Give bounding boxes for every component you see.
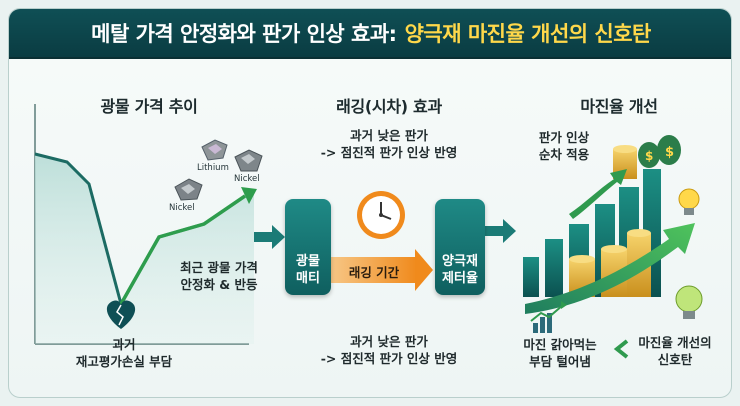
price-line-2: 순차 적용 [538, 147, 590, 162]
burden-line-1: 마진 갉아먹는 [523, 337, 597, 352]
margin-signal-text: 마진율 개선의 신호탄 [625, 334, 725, 368]
section-title-mineral-price: 광물 가격 추이 [100, 97, 198, 116]
mineral-box: 광물 매티 [285, 199, 331, 295]
burden-relief-text: 마진 갉아먹는 부담 털어냄 [505, 336, 615, 370]
lag-top-text: 과거 낮은 판가 -> 점진적 판가 인상 반영 [299, 127, 479, 161]
mineral-box-line-2: 매티 [296, 271, 320, 286]
title-accent: 양극재 마진율 개선의 신호탄 [404, 22, 652, 46]
cathode-box: 양극재 제터율 [435, 199, 485, 295]
svg-text:$: $ [665, 145, 674, 160]
label-nickel-1: Nickel [169, 203, 195, 213]
diagram-graphics: $ $ [34, 104, 703, 359]
inventory-loss-text: 과거 재고평가손실 부담 [49, 336, 199, 370]
lag-period-label: 래깅 기간 [348, 265, 400, 280]
flow-arrow-1 [254, 225, 285, 249]
svg-text:$: $ [645, 149, 653, 163]
clock-icon [357, 191, 405, 239]
title-main: 메탈 가격 안정화와 판가 인상 효과: [91, 22, 397, 46]
label-lithium: Lithium [197, 163, 229, 173]
chevron-left-icon [613, 339, 629, 359]
rebound-text: 최근 광물 가격 안정화 & 반등 [159, 259, 279, 293]
cathode-box-line-1: 양극재 [442, 254, 478, 269]
lag-bottom-line-1: 과거 낮은 판가 [350, 334, 428, 349]
signal-line-1: 마진율 개선의 [638, 335, 712, 350]
rebound-line-2: 안정화 & 반등 [180, 277, 258, 292]
nickel-rock-icon-2 [234, 149, 263, 172]
lithium-rock-icon [201, 139, 228, 161]
lag-bottom-line-2: -> 점진적 판가 인상 반영 [320, 351, 458, 366]
section-title-margin: 마진율 개선 [580, 97, 658, 116]
loss-line-1: 과거 [112, 337, 136, 352]
money-bag-icon: $ $ [638, 135, 681, 168]
lag-bottom-text: 과거 낮은 판가 -> 점진적 판가 인상 반영 [299, 333, 479, 367]
infographic-frame: 메탈 가격 안정화와 판가 인상 효과: 양극재 마진율 개선의 신호탄 광물 … [8, 8, 732, 398]
lag-top-line-1: 과거 낮은 판가 [350, 128, 428, 143]
lagging-period-arrow [327, 249, 433, 291]
price-chart [34, 104, 257, 345]
section-title-lagging: 래깅(시차) 효과 [336, 97, 442, 116]
price-line-1: 판가 인상 [538, 130, 590, 145]
burden-line-2: 부담 털어냄 [529, 354, 591, 369]
lightbulb-icon-1 [678, 188, 700, 215]
broken-heart-icon [106, 300, 136, 329]
title-bar: 메탈 가격 안정화와 판가 인상 효과: 양극재 마진율 개선의 신호탄 [9, 9, 731, 59]
loss-line-2: 재고평가손실 부담 [75, 354, 173, 369]
lag-top-line-2: -> 점진적 판가 인상 반영 [320, 145, 458, 160]
label-nickel-2: Nickel [234, 174, 260, 184]
rebound-line-1: 최근 광물 가격 [180, 260, 258, 275]
lightbulb-icon-2 [675, 285, 703, 319]
nickel-rock-icon-1 [174, 178, 203, 201]
flow-arrow-2 [485, 219, 516, 243]
price-increase-text: 판가 인상 순차 적용 [519, 129, 609, 163]
cathode-box-line-2: 제터율 [442, 271, 478, 286]
signal-line-2: 신호탄 [657, 352, 693, 367]
mineral-box-line-1: 광물 [296, 254, 320, 269]
growth-arrow [525, 169, 695, 314]
small-growth-chart-icon [530, 301, 567, 333]
